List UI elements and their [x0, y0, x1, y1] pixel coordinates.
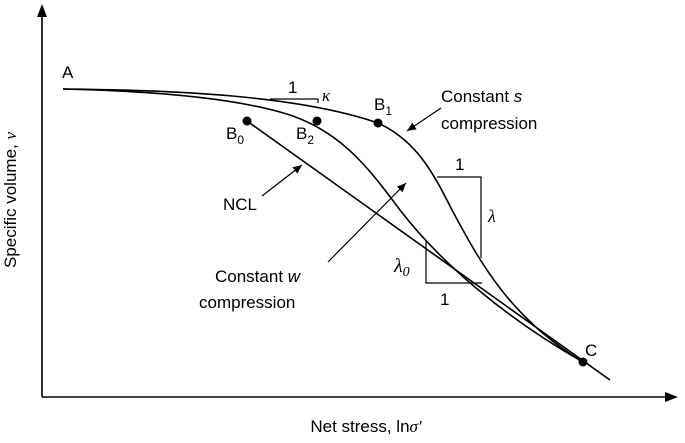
ncl-leader-arrow — [261, 164, 303, 197]
constant-w-label-line1: Constant w — [215, 267, 302, 286]
lambda0-slope-triangle — [425, 240, 482, 284]
label-b1: B1 — [374, 95, 392, 118]
point-b0 — [242, 116, 252, 126]
ncl-label: NCL — [223, 195, 257, 214]
lambda0-label: λ0 — [393, 255, 410, 280]
constant-s-curve — [62, 88, 584, 363]
constant-w-leader-arrow — [327, 182, 407, 263]
label-a: A — [62, 63, 74, 82]
y-axis-arrowhead — [37, 4, 47, 17]
ncl-line — [246, 120, 611, 381]
y-axis-label: Specific volume, v — [1, 132, 20, 269]
kappa-run-label: 1 — [288, 78, 297, 97]
kappa-label: κ — [322, 86, 331, 105]
constant-s-label-line2: compression — [441, 114, 537, 133]
lambda-slope-triangle — [437, 176, 482, 258]
label-b2: B2 — [296, 124, 314, 147]
x-axis-arrowhead — [665, 392, 678, 402]
lambda-run-label: 1 — [455, 155, 464, 174]
lambda-label: λ — [487, 206, 496, 226]
constant-w-curve — [62, 88, 584, 363]
point-c — [578, 357, 588, 367]
constant-w-label-line2: compression — [199, 293, 295, 312]
lambda0-run-label: 1 — [440, 290, 449, 309]
constant-s-label-line1: Constant s — [441, 87, 523, 106]
point-b1 — [373, 118, 383, 128]
label-b0: B0 — [226, 124, 244, 147]
label-c: C — [585, 341, 597, 360]
constant-s-leader-arrow — [406, 107, 442, 132]
kappa-slope-triangle — [270, 98, 319, 103]
point-b2 — [312, 116, 322, 126]
x-axis-label: Net stress, lnσ′ — [310, 417, 422, 436]
